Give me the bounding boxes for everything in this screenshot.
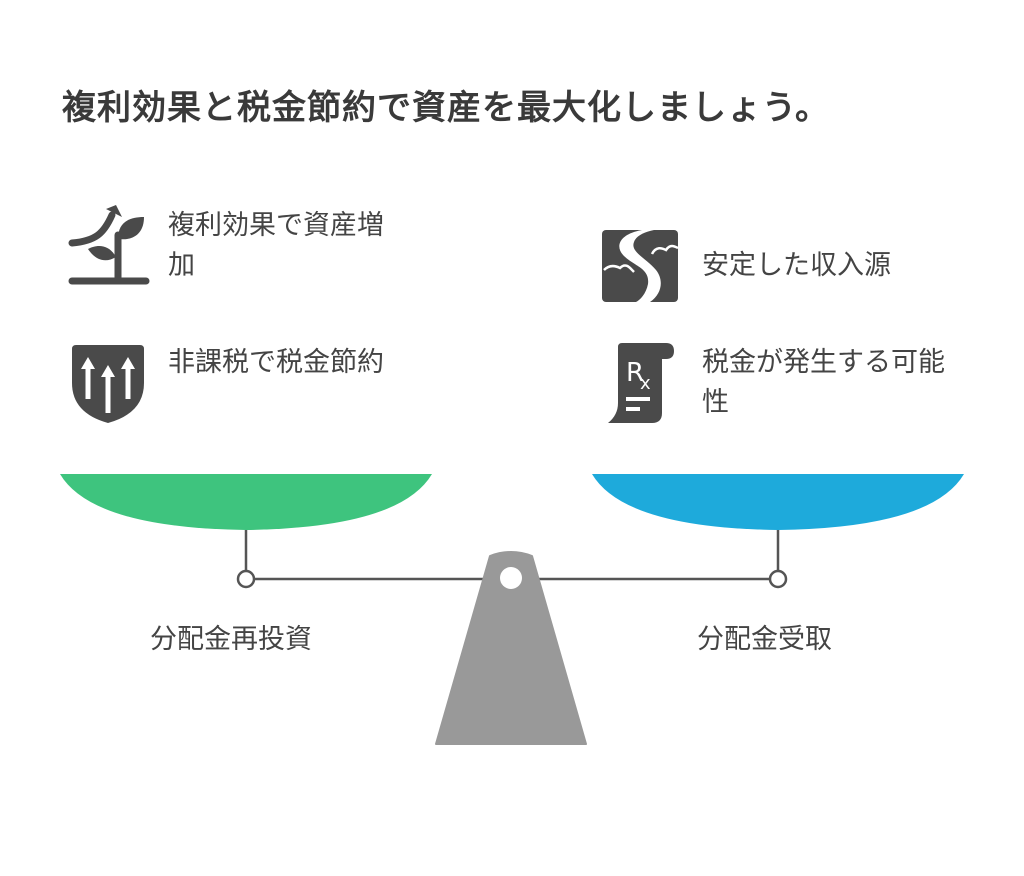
left-item-1-text: 複利効果で資産増加 bbox=[168, 210, 384, 281]
right-item-1-text: 安定した収入源 bbox=[702, 250, 891, 281]
river-icon bbox=[602, 230, 679, 302]
svg-text:R: R bbox=[626, 358, 644, 388]
left-item-2-text: 非課税で税金節約 bbox=[168, 347, 384, 378]
left-pivot bbox=[236, 569, 256, 589]
shield-arrows-icon bbox=[72, 345, 144, 423]
page-title: 複利効果と税金節約で資産を最大化しましょう。 bbox=[62, 88, 830, 128]
right-pivot bbox=[768, 569, 788, 589]
right-label: 分配金受取 bbox=[697, 624, 832, 655]
fulcrum bbox=[435, 551, 587, 745]
sprout-growth-icon bbox=[68, 205, 150, 285]
prescription-scroll-icon: R x bbox=[608, 343, 674, 423]
right-pan bbox=[592, 474, 964, 530]
right-item-2-text: 税金が発生する可能性 bbox=[702, 347, 945, 418]
left-label: 分配金再投資 bbox=[150, 624, 312, 655]
left-pan bbox=[60, 474, 432, 530]
svg-text:x: x bbox=[640, 373, 651, 394]
fulcrum-hole bbox=[500, 567, 522, 589]
